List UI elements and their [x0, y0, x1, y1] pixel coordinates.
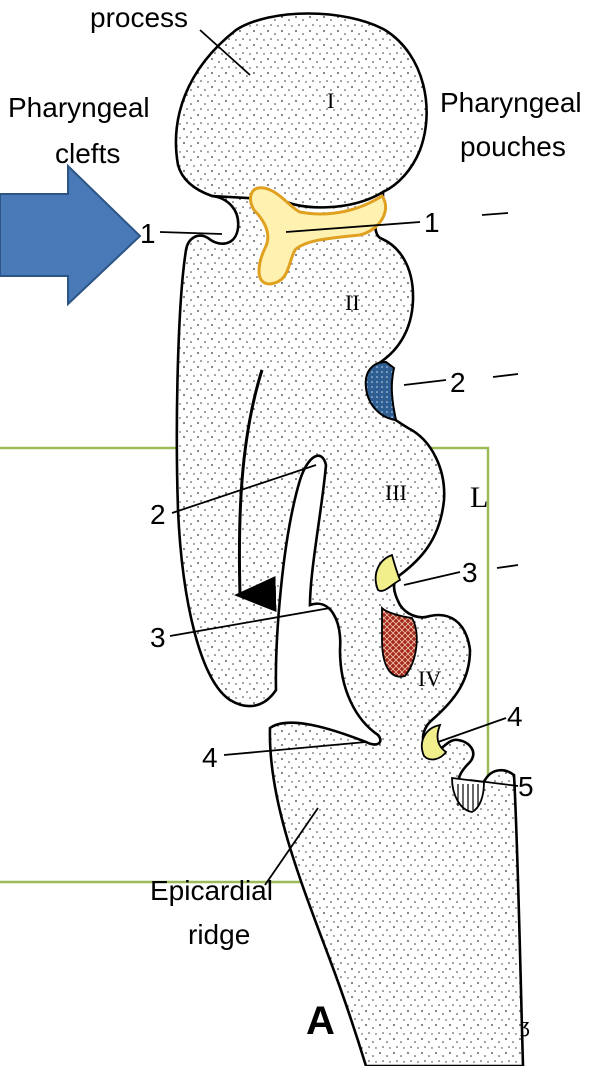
label-ridge-line1: Epicardial	[150, 875, 273, 906]
leader-cleft-1	[160, 232, 222, 234]
dash-1	[482, 213, 508, 215]
label-pouch-2: 2	[450, 367, 466, 398]
tail-mark: ʒ	[520, 1012, 530, 1037]
arch-I: I	[327, 88, 334, 113]
arch-III: III	[385, 480, 407, 505]
label-ridge-line2: ridge	[188, 919, 250, 950]
arch-II: II	[345, 290, 360, 315]
label-clefts-line1: Pharyngeal	[8, 92, 150, 123]
leader-pouch-2	[404, 380, 446, 385]
right-arrow-icon	[0, 166, 140, 304]
arch-IV: IV	[418, 666, 441, 691]
label-process: process	[90, 2, 188, 33]
dash-3	[497, 565, 518, 568]
label-cleft-2: 2	[150, 499, 166, 530]
note-text-top: L	[470, 481, 488, 514]
label-pouch-1: 1	[424, 207, 440, 238]
label-pouch-5: 5	[518, 771, 534, 802]
label-pouch-3: 3	[462, 557, 478, 588]
pouch-3-ventral	[382, 608, 417, 677]
label-pouches-line2: pouches	[460, 131, 566, 162]
label-cleft-4: 4	[202, 742, 218, 773]
label-clefts-line2: clefts	[55, 138, 120, 169]
label-pouches-line1: Pharyngeal	[440, 87, 582, 118]
label-pouch-4: 4	[507, 701, 523, 732]
panel-label: A	[306, 999, 335, 1043]
dash-2	[493, 374, 518, 377]
label-cleft-1: 1	[140, 218, 156, 249]
label-cleft-3: 3	[150, 622, 166, 653]
